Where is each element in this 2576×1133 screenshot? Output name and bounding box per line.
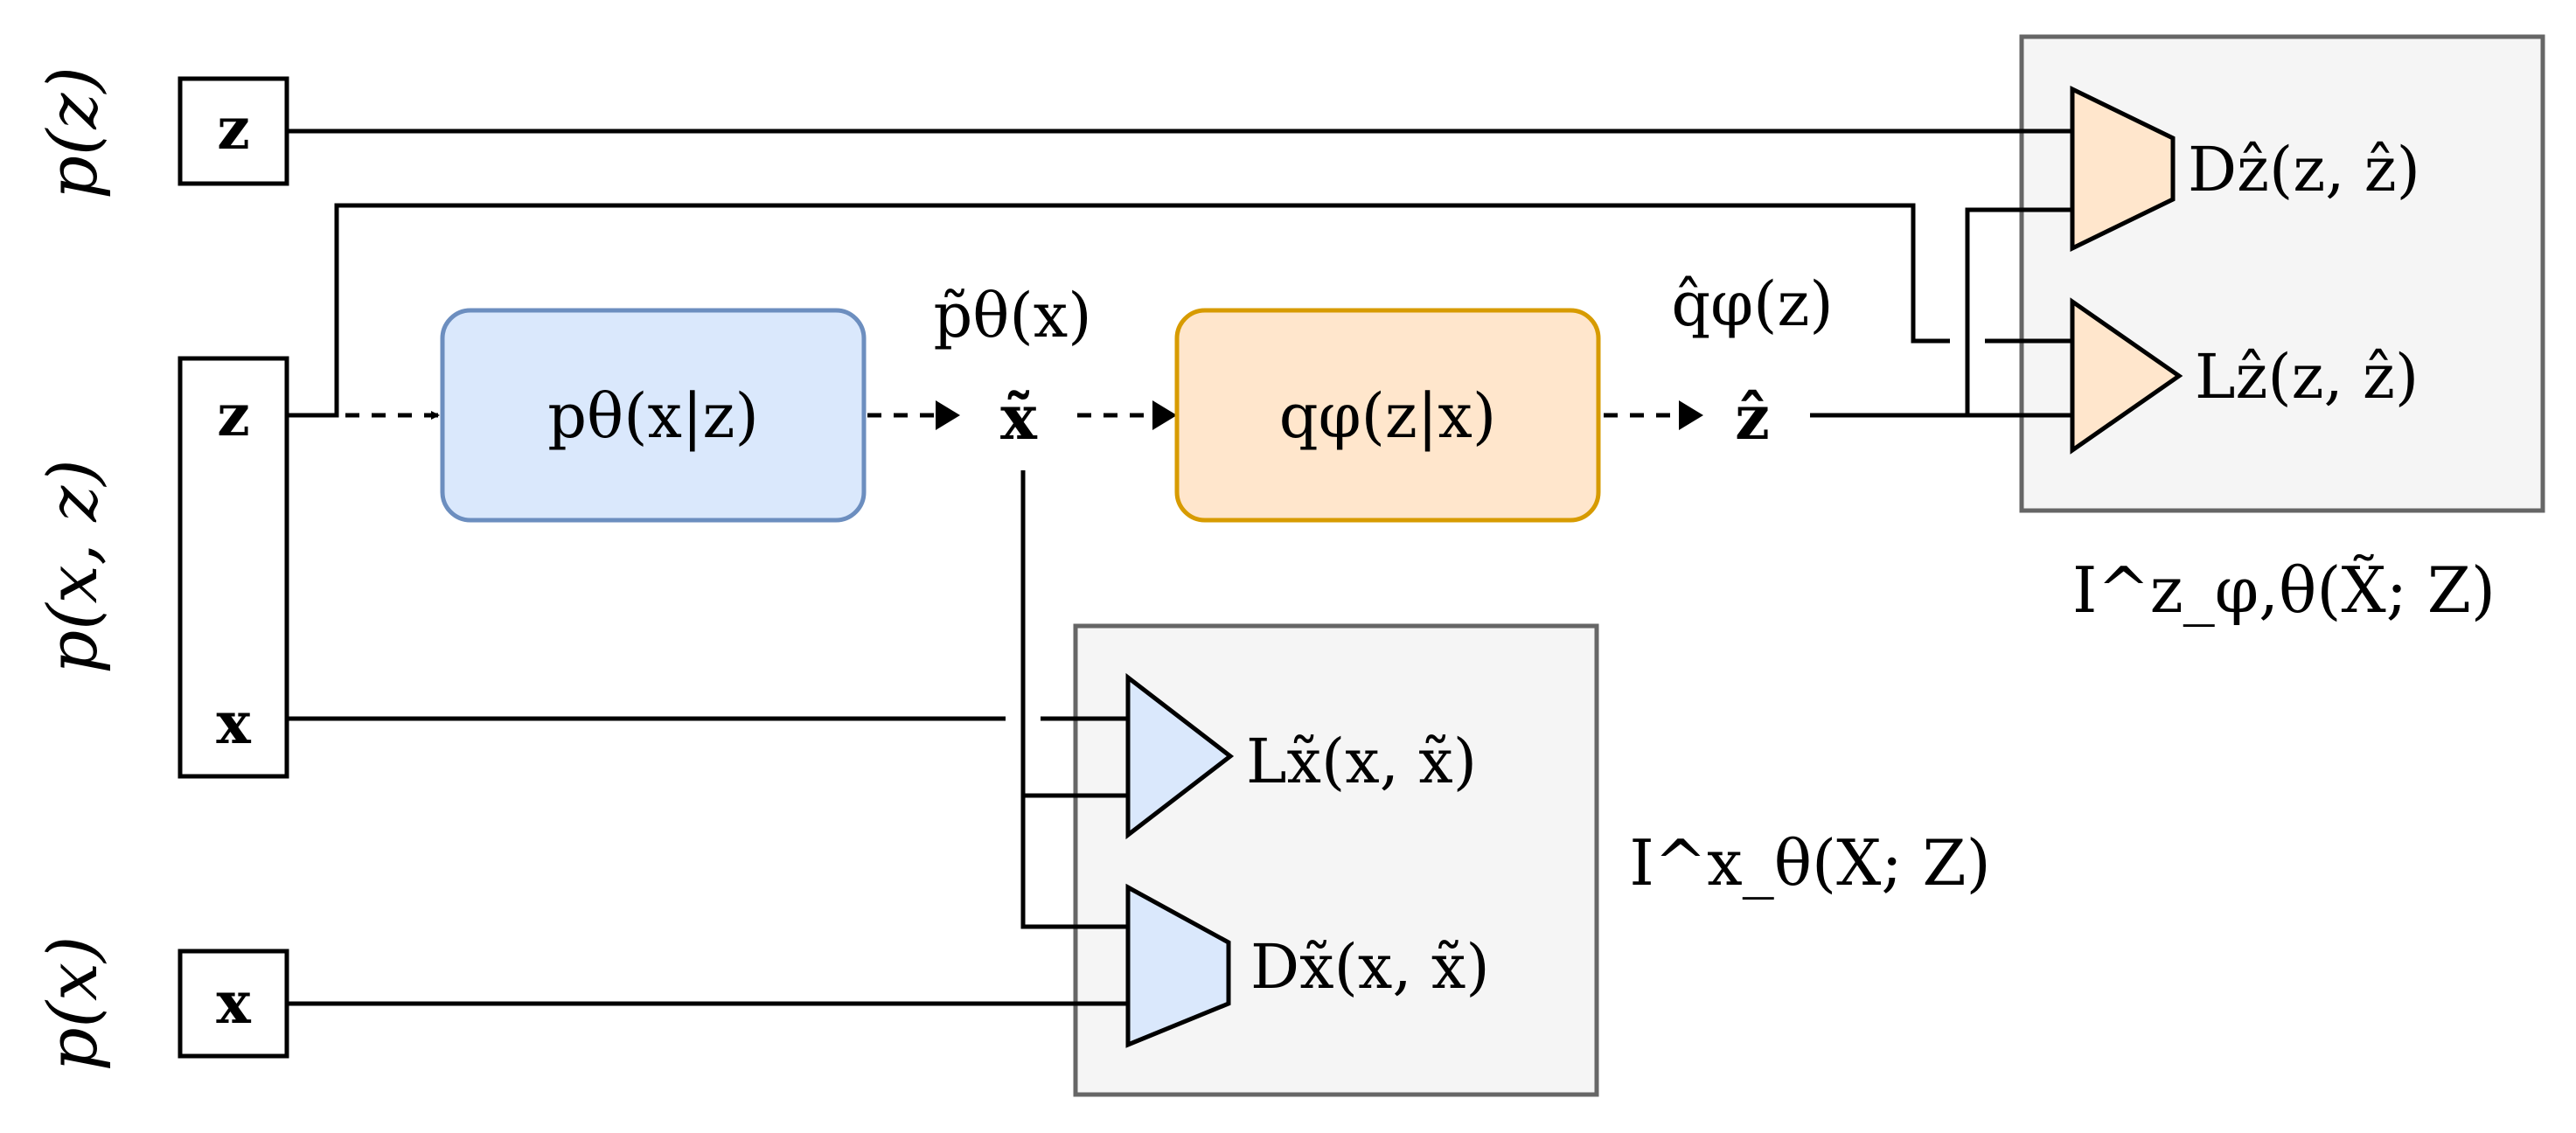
encoder-label: qφ(z|x) xyxy=(1279,380,1496,452)
z-discriminator-shape xyxy=(2070,86,2176,252)
x-prior-box xyxy=(178,949,289,1059)
decoder-label: pθ(x|z) xyxy=(547,380,759,452)
x-loss-label: Lx̃(x, x̃) xyxy=(1246,726,1477,797)
p-tilde-label: p̃θ(x) xyxy=(933,280,1091,351)
decoder-node xyxy=(440,308,867,523)
q-hat-label: q̂φ(z) xyxy=(1671,268,1833,340)
joint-x-label: x xyxy=(216,689,251,757)
x-loss-shape xyxy=(1125,672,1235,840)
encoder-node xyxy=(1174,308,1601,523)
arrowhead-4 xyxy=(1679,400,1703,430)
xtilde-vertical-line xyxy=(1020,470,1128,929)
x-tilde-label: x̃ xyxy=(1000,381,1038,454)
x-prior-label: x xyxy=(216,969,251,1037)
z-loss-shape xyxy=(2070,297,2183,455)
dashed-flow xyxy=(293,400,1703,430)
x-discriminator-shape xyxy=(1125,883,1231,1048)
x-discriminator-label: Dx̃(x, x̃) xyxy=(1250,931,1490,1003)
z-hat-label: ẑ xyxy=(1735,381,1770,454)
zhat-vertical-line xyxy=(1965,207,2072,415)
x-group-caption: I^x_θ(X; Z) xyxy=(1629,826,1990,900)
z-prior-label: z xyxy=(217,94,249,163)
arrowhead-3 xyxy=(1152,400,1177,430)
p-x-side-label: p(x) xyxy=(34,936,113,1072)
z-discriminator-label: Dẑ(z, ẑ) xyxy=(2188,134,2420,205)
p-z-side-label: p(z) xyxy=(34,66,113,199)
z-loss-label: Lẑ(z, ẑ) xyxy=(2195,341,2419,413)
z-prior-box xyxy=(178,76,289,186)
z-group-caption: I^z_φ,θ(X̃; Z) xyxy=(2072,553,2496,627)
p-xz-side-label: p(x, z) xyxy=(34,459,113,673)
joint-z-label: z xyxy=(217,381,249,449)
arrowhead-2 xyxy=(936,400,960,430)
joint-prior-box xyxy=(178,356,289,779)
